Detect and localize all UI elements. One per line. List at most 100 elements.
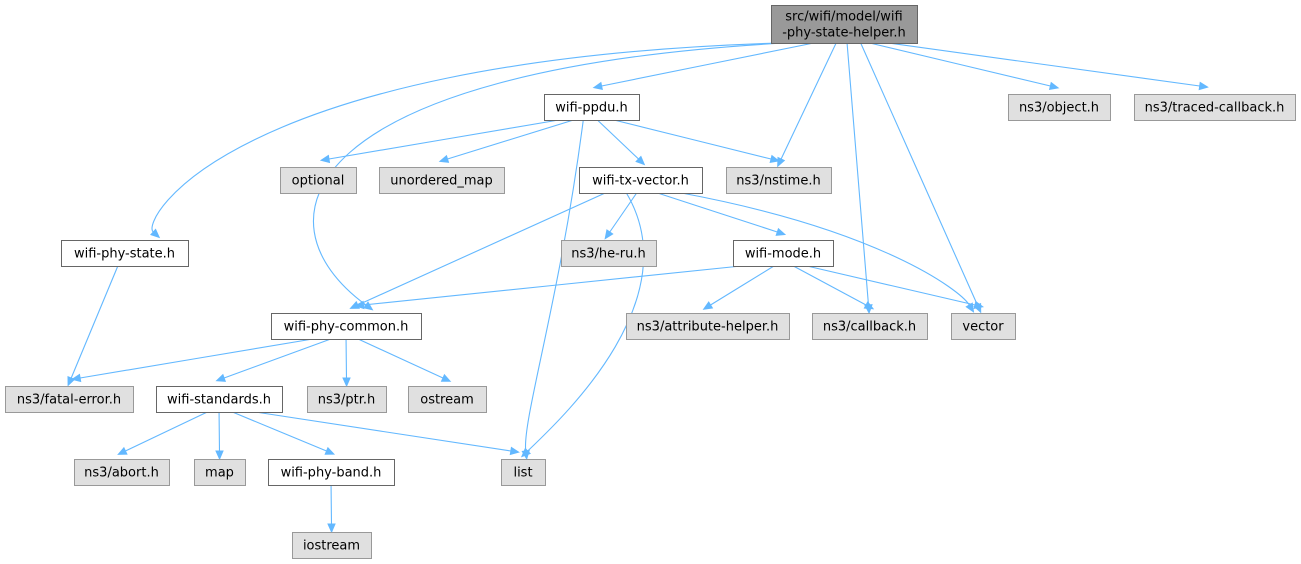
node-wifi-phy-band[interactable]: wifi-phy-band.h	[268, 459, 395, 486]
node-box	[579, 167, 703, 194]
node-wifi-standards[interactable]: wifi-standards.h	[156, 386, 283, 413]
node-box	[194, 459, 246, 486]
node-iostream: iostream	[292, 532, 372, 559]
node-wifi-ppdu[interactable]: wifi-ppdu.h	[544, 94, 640, 121]
arrow-head-icon	[319, 154, 331, 164]
arrow-head-icon	[70, 373, 82, 383]
edge-root-to-vector	[860, 42, 982, 314]
node-box	[156, 386, 283, 413]
arrow-head-icon	[520, 447, 531, 458]
node-wifi-phy-common[interactable]: wifi-phy-common.h	[271, 313, 422, 340]
edge-root-to-ns3-object	[869, 42, 1060, 91]
node-wifi-tx-vector[interactable]: wifi-tx-vector.h	[579, 167, 703, 194]
node-label: ostream	[420, 393, 474, 408]
node-box	[771, 5, 918, 44]
node-label: wifi-standards.h	[167, 393, 271, 408]
edge-root-to-ns3-traced-callback	[888, 42, 1209, 91]
edge-line	[806, 265, 976, 306]
node-label: unordered_map	[390, 174, 493, 189]
node-ns3-object: ns3/object.h	[1008, 94, 1111, 121]
node-box	[61, 240, 189, 267]
arrow-head-icon	[117, 446, 128, 455]
edge-line	[846, 42, 870, 306]
edge-line	[328, 119, 559, 160]
arrow-head-icon	[440, 373, 452, 382]
edge-root-to-wifi-phy-state	[150, 42, 780, 239]
node-ostream: ostream	[408, 386, 487, 413]
edge-wifi-mode-to-vector	[806, 265, 985, 310]
edge-line	[681, 192, 970, 306]
edge-wifi-ppdu-to-ns3-nstime	[613, 119, 781, 164]
arrow-head-icon	[342, 377, 351, 388]
edge-wifi-tx-vector-to-list	[520, 192, 645, 458]
node-label: ns3/callback.h	[823, 320, 916, 335]
edge-line	[232, 411, 327, 452]
edge-line	[79, 338, 313, 379]
edge-root-to-wifi-ppdu	[592, 42, 814, 91]
node-box	[280, 167, 357, 194]
edge-line	[888, 42, 1200, 87]
node-label: ns3/ptr.h	[318, 393, 376, 408]
edge-line	[869, 42, 1051, 87]
arrow-head-icon	[327, 523, 336, 534]
node-ns3-abort: ns3/abort.h	[74, 459, 170, 486]
arrow-head-icon	[592, 81, 603, 91]
edge-line	[780, 42, 837, 160]
arrow-head-icon	[438, 154, 450, 163]
edge-wifi-tx-vector-to-wifi-mode	[657, 192, 787, 236]
edge-wifi-ppdu-to-optional	[319, 119, 559, 164]
node-box	[501, 459, 546, 486]
node-list: list	[501, 459, 546, 486]
node-label: wifi-phy-state.h	[74, 247, 175, 262]
node-root[interactable]: src/wifi/model/wifi-phy-state-helper.h	[771, 5, 918, 44]
edge-line	[710, 265, 775, 306]
node-box	[271, 313, 422, 340]
arrow-head-icon	[965, 302, 975, 313]
edge-root-to-ns3-callback	[846, 42, 873, 315]
node-wifi-mode[interactable]: wifi-mode.h	[733, 240, 834, 267]
edge-line	[657, 192, 778, 233]
node-label: ns3/fatal-error.h	[17, 393, 121, 408]
arrow-head-icon	[150, 228, 161, 239]
edges-layer	[67, 42, 1209, 534]
node-box	[1008, 94, 1111, 121]
edge-wifi-tx-vector-to-vector	[681, 192, 975, 313]
arrow-head-icon	[702, 301, 714, 310]
node-ns3-fatal-error: ns3/fatal-error.h	[5, 386, 134, 413]
edge-wifi-standards-to-map	[215, 411, 224, 461]
node-label: ns3/he-ru.h	[571, 247, 646, 262]
node-label: ns3/object.h	[1019, 101, 1099, 116]
arrow-head-icon	[775, 227, 787, 236]
node-box	[726, 167, 832, 194]
arrow-head-icon	[363, 301, 374, 311]
arrow-head-icon	[604, 229, 614, 240]
node-ns3-ptr: ns3/ptr.h	[307, 386, 387, 413]
edge-wifi-ppdu-to-list	[521, 119, 584, 461]
node-box	[626, 313, 790, 340]
node-box	[74, 459, 170, 486]
edge-line	[860, 42, 978, 306]
edge-line	[70, 265, 119, 379]
edge-line	[601, 42, 814, 87]
node-ns3-nstime: ns3/nstime.h	[726, 167, 832, 194]
node-wifi-phy-state[interactable]: wifi-phy-state.h	[61, 240, 189, 267]
arrow-head-icon	[973, 300, 985, 310]
edge-line	[255, 411, 511, 452]
arrow-head-icon	[509, 446, 520, 456]
edge-wifi-tx-vector-to-ns3-he-ru	[604, 192, 638, 240]
edge-wifi-mode-to-ns3-callback	[793, 265, 875, 310]
node-box	[733, 240, 834, 267]
node-box	[544, 94, 640, 121]
edge-line	[613, 119, 772, 160]
node-box	[812, 313, 928, 340]
edge-root-to-ns3-nstime	[777, 42, 837, 168]
edge-wifi-phy-common-to-ostream	[357, 338, 452, 382]
node-label: ns3/abort.h	[84, 466, 159, 481]
node-map: map	[194, 459, 246, 486]
node-label: -phy-state-helper.h	[782, 26, 906, 41]
node-unordered-map: unordered_map	[379, 167, 505, 194]
edge-wifi-standards-to-ns3-abort	[117, 411, 208, 455]
node-box	[379, 167, 505, 194]
node-label: wifi-ppdu.h	[555, 101, 628, 116]
